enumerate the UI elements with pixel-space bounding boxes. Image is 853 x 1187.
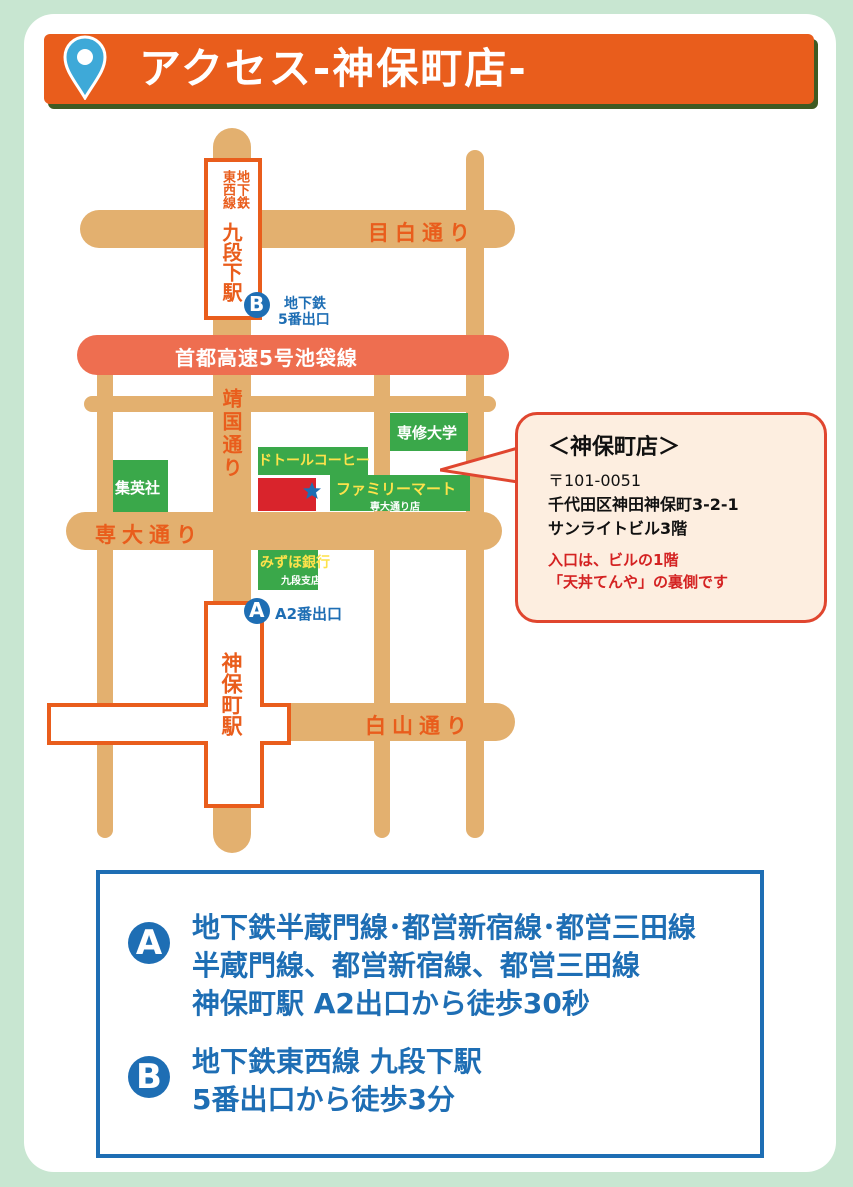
access-a-badge: A bbox=[128, 922, 170, 964]
store-postal: 〒101-0051 bbox=[548, 471, 642, 490]
building-senshu bbox=[390, 413, 468, 451]
access-b-line1: 地下鉄東西線 九段下駅 bbox=[192, 1045, 482, 1078]
exit-a-label: A2番出口 bbox=[275, 605, 343, 623]
building-shueisha bbox=[113, 460, 168, 512]
landmark-mizuho-branch: 九段支店 bbox=[281, 576, 321, 587]
landmark-family-mart: ファミリーマート bbox=[336, 480, 457, 498]
kudanshita-station-name: 九段下駅 bbox=[219, 222, 243, 302]
street-map bbox=[47, 128, 515, 853]
page-title: アクセス-神保町店- bbox=[139, 44, 528, 93]
star-icon bbox=[303, 482, 321, 499]
building-doutor bbox=[258, 447, 368, 475]
kudanshita-chika-text: 地下鉄 bbox=[234, 170, 249, 209]
access-b-line2: 5番出口から徒歩3分 bbox=[192, 1083, 455, 1116]
callout-pointer bbox=[440, 446, 520, 484]
road-mejiro bbox=[80, 210, 515, 248]
road-vertical-mid bbox=[374, 358, 390, 838]
store-note1: 入口は、ビルの1階 bbox=[548, 551, 679, 569]
title-banner: アクセス-神保町店- bbox=[44, 34, 814, 104]
road-thin-horizontal bbox=[84, 396, 496, 412]
kudanshita-line-text: 東西線 bbox=[220, 170, 235, 209]
jimbocho-station-name: 神保町駅 bbox=[219, 652, 243, 736]
building-store bbox=[258, 478, 316, 511]
store-address1: 千代田区神田神保町3-2-1 bbox=[548, 495, 739, 514]
road-vertical-right bbox=[466, 150, 484, 838]
exit-b-label-1: 地下鉄 bbox=[284, 296, 326, 312]
access-b-badge: B bbox=[128, 1056, 170, 1098]
landmark-doutor: ドトールコーヒー bbox=[258, 453, 370, 469]
map-pin-icon bbox=[63, 35, 107, 100]
exit-b-label-2: 5番出口 bbox=[278, 312, 330, 328]
access-a-line3: 神保町駅 A2出口から徒歩30秒 bbox=[192, 987, 590, 1020]
building-mizuho bbox=[258, 550, 318, 590]
road-shuto-label: 首都高速5号池袋線 bbox=[175, 346, 358, 370]
landmark-shueisha: 集英社 bbox=[115, 479, 161, 497]
store-callout: ＜神保町店＞ 〒101-0051 千代田区神田神保町3-2-1 サンライトビル3… bbox=[515, 412, 827, 623]
access-a-line1: 地下鉄半蔵門線･都営新宿線･都営三田線 bbox=[192, 911, 697, 944]
exit-a-badge: A bbox=[249, 598, 265, 622]
access-info-box: A 地下鉄半蔵門線･都営新宿線･都営三田線 半蔵門線、都営新宿線、都営三田線 神… bbox=[96, 870, 764, 1158]
road-yasukuni-label: 靖国通り bbox=[219, 388, 243, 480]
jimbocho-station-cross bbox=[47, 601, 291, 808]
landmark-mizuho: みずほ銀行 bbox=[260, 555, 330, 571]
exit-b-badge: B bbox=[249, 292, 265, 316]
exit-a-badge-bg bbox=[244, 598, 270, 624]
access-a-line2: 半蔵門線、都営新宿線、都営三田線 bbox=[192, 949, 641, 982]
road-sendai-label: 専大通り bbox=[95, 523, 203, 547]
landmark-senshu: 専修大学 bbox=[397, 424, 458, 442]
road-shuto-expressway bbox=[77, 335, 509, 375]
building-family-mart bbox=[330, 475, 470, 511]
road-sendai bbox=[66, 512, 502, 550]
road-vertical-left bbox=[97, 358, 113, 838]
store-title: ＜神保町店＞ bbox=[548, 435, 681, 460]
road-hakusan-label: 白山通り bbox=[365, 714, 473, 738]
store-note2: 「天丼てんや」の裏側です bbox=[548, 573, 729, 591]
landmark-family-mart-branch: 専大通り店 bbox=[370, 502, 420, 513]
store-address2: サンライトビル3階 bbox=[548, 519, 688, 538]
exit-b-badge-bg bbox=[244, 292, 270, 318]
kudanshita-station-box bbox=[204, 158, 262, 320]
road-mejiro-label: 目白通り bbox=[368, 221, 476, 245]
